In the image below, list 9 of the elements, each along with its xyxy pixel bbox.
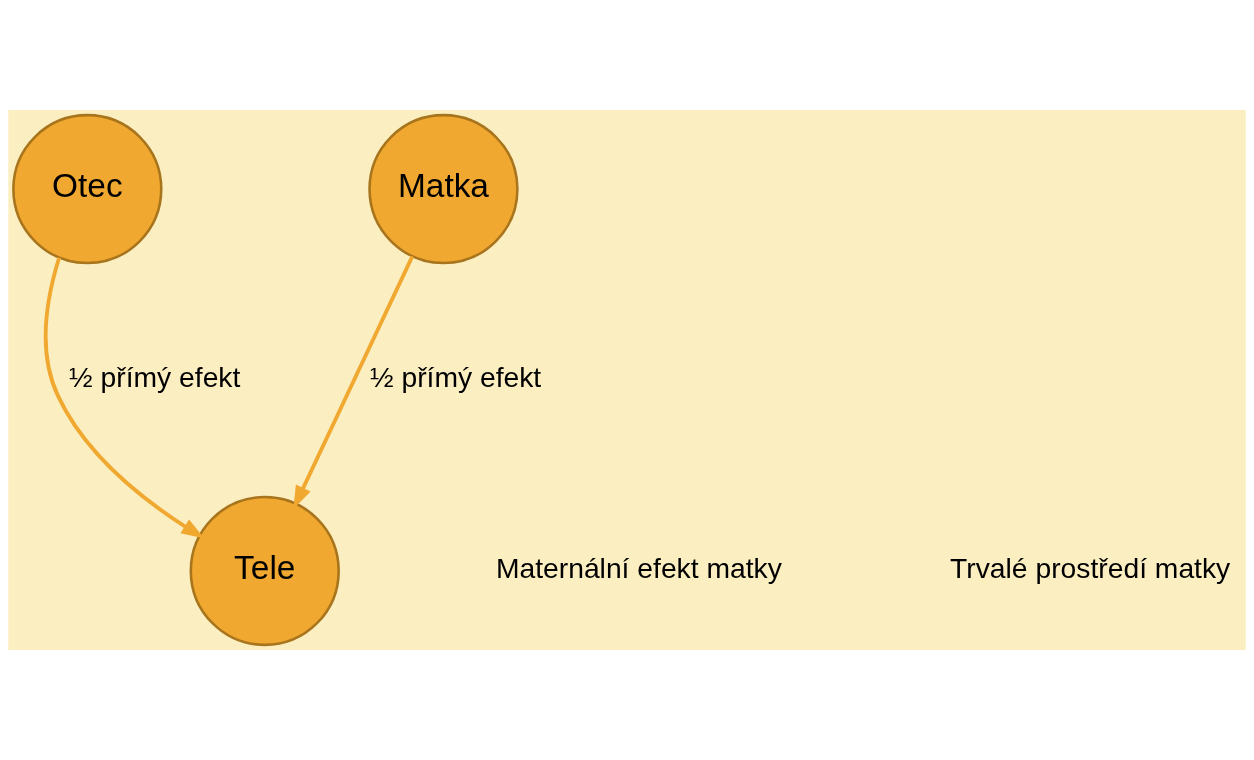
node-circle: Otec (12, 113, 163, 265)
node-circle: Matka (368, 113, 519, 265)
node-circle: Tele (189, 495, 340, 647)
label: Maternální efekt matky (495, 552, 782, 585)
edge-label: ½ přímý efekt (369, 361, 542, 394)
arrow (43, 257, 205, 539)
edge-label: ½ přímý efekt (69, 361, 241, 394)
arrow (293, 255, 415, 509)
label: Trvalé prostředí matky (950, 552, 1231, 585)
